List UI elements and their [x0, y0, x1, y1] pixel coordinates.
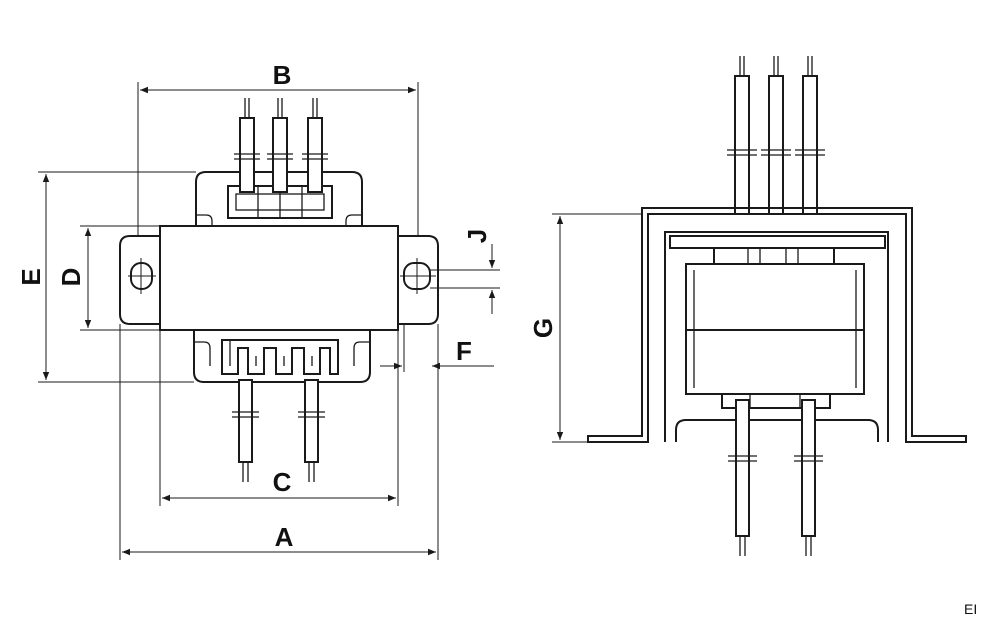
side-top-wires: [727, 56, 825, 215]
core-body: [159, 225, 399, 331]
side-view: G: [528, 56, 967, 556]
dimension-label-d: D: [56, 268, 86, 287]
bottom-terminal-block: [193, 330, 371, 383]
dimension-lines: [42, 86, 496, 556]
side-bottom-wires: [728, 399, 823, 556]
dimension-label-j: J: [462, 229, 492, 243]
dimension-label-c: C: [273, 467, 292, 497]
left-mounting-flange: [119, 235, 160, 325]
bottom-wires: [232, 379, 325, 482]
front-view: B A C E D J F: [16, 60, 500, 560]
dimension-label-e: E: [16, 268, 46, 285]
dimension-label-a: A: [275, 522, 294, 552]
bobbin: [685, 247, 865, 409]
top-wires: [234, 98, 328, 193]
right-mounting-flange: [398, 235, 439, 325]
dimension-label-g: G: [528, 318, 558, 338]
dimension-labels: B A C E D J F: [16, 60, 492, 552]
dimension-label-b: B: [273, 60, 292, 90]
type-tag: EI: [964, 601, 977, 617]
dimension-label-f: F: [456, 336, 472, 366]
extension-lines: [38, 82, 500, 560]
